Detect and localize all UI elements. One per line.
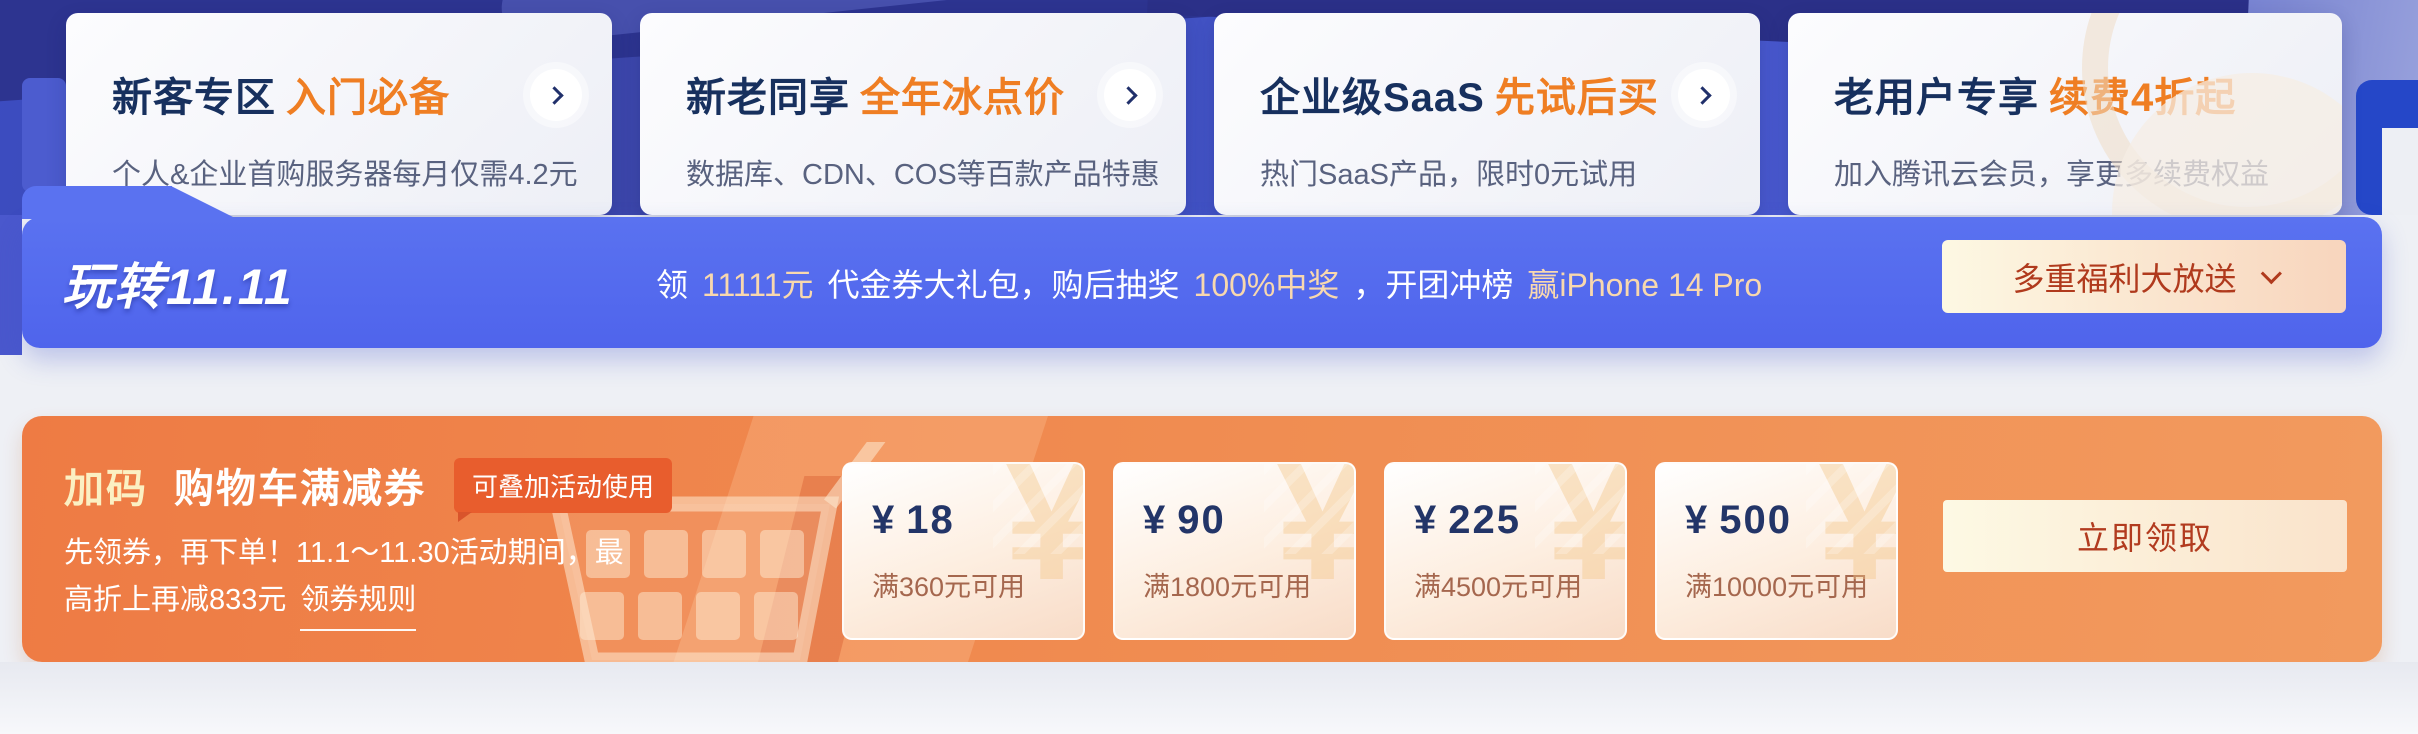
- promo-card-all-users-price[interactable]: 新老同享全年冰点价 数据库、CDN、COS等百款产品特惠: [640, 13, 1186, 215]
- benefits-dropdown-label: 多重福利大放送: [2012, 260, 2237, 297]
- promo-card-renewal[interactable]: 老用户专享续费4折起 加入腾讯云会员，享更多续费权益: [1788, 13, 2342, 215]
- promo-highlight: 赢iPhone 14 Pro: [1527, 266, 1763, 303]
- page-background: [0, 662, 2418, 734]
- campaign-title: 玩转11.11: [62, 258, 294, 315]
- yuan-symbol: ¥: [872, 498, 897, 542]
- arrow-button[interactable]: [530, 69, 582, 121]
- promo-card-highlight: 入门必备: [286, 76, 450, 120]
- chevron-right-icon: [1118, 85, 1138, 105]
- yuan-symbol: ¥: [1685, 498, 1710, 542]
- background-shape: [22, 78, 66, 192]
- coupon-condition: 满10000元可用: [1685, 572, 1869, 602]
- arrow-button[interactable]: [1678, 69, 1730, 121]
- coupon-condition: 满1800元可用: [1143, 572, 1312, 602]
- coupon-section-tag: 加码: [64, 467, 148, 511]
- campaign-promo-text: 领 11111元 代金券大礼包，购后抽奖 100%中奖 ，开团冲榜 赢iPhon…: [656, 217, 1776, 348]
- claim-coupons-button[interactable]: 立即领取: [1943, 500, 2347, 572]
- coupon-description: 先领券，再下单！11.1～11.30活动期间，最 高折上再减833元领券规则: [64, 530, 624, 631]
- coupon-amount: ¥18: [872, 498, 955, 542]
- promo-card-highlight: 全年冰点价: [860, 76, 1065, 120]
- coupon-card-225: ¥ ¥225 满4500元可用: [1384, 462, 1627, 640]
- background-shape: [2382, 128, 2418, 215]
- shopping-cart-graphic: [548, 442, 886, 662]
- stackable-badge: 可叠加活动使用: [454, 457, 673, 522]
- promo-amount: 11111元: [702, 266, 814, 303]
- promo-highlight: 100%中奖: [1193, 266, 1340, 303]
- coupon-amount: ¥225: [1414, 498, 1521, 542]
- promo-text: 代金券大礼包，购后抽奖: [827, 266, 1180, 303]
- promo-card-new-customer[interactable]: 新客专区入门必备 个人&企业首购服务器每月仅需4.2元: [66, 13, 612, 215]
- coupon-card-90: ¥ ¥90 满1800元可用: [1113, 462, 1356, 640]
- promo-card-subtitle: 热门SaaS产品，限时0元试用: [1260, 159, 1638, 191]
- arrow-button[interactable]: [1104, 69, 1156, 121]
- promo-text: 领: [656, 266, 689, 303]
- promo-card-highlight: 先试后买: [1494, 76, 1659, 120]
- promo-card-subtitle: 个人&企业首购服务器每月仅需4.2元: [112, 159, 578, 191]
- coupon-amount: ¥500: [1685, 498, 1792, 542]
- background-shape: [0, 215, 22, 355]
- promo-card-title: 新客专区入门必备: [112, 76, 450, 120]
- coupon-card-500: ¥ ¥500 满10000元可用: [1655, 462, 1898, 640]
- coupon-section-header: 加码 购物车满减券 可叠加活动使用: [64, 456, 673, 522]
- coupon-amount: ¥90: [1143, 498, 1226, 542]
- coupon-section-title: 购物车满减券: [174, 467, 426, 511]
- cart-coupon-panel: 加码 购物车满减券 可叠加活动使用 先领券，再下单！11.1～11.30活动期间…: [22, 416, 2382, 662]
- coupon-description-line1: 先领券，再下单！11.1～11.30活动期间，最: [64, 537, 624, 569]
- chevron-right-icon: [544, 85, 564, 105]
- chevron-down-icon: [2260, 263, 2282, 285]
- banner-tab-decoration: [22, 186, 172, 219]
- promo-card-subtitle: 数据库、CDN、COS等百款产品特惠: [686, 159, 1160, 191]
- coupon-condition: 满4500元可用: [1414, 572, 1583, 602]
- promo-card-title: 新老同享全年冰点价: [686, 76, 1065, 120]
- coupon-rules-link[interactable]: 领券规则: [300, 577, 417, 631]
- coupon-condition: 满360元可用: [872, 572, 1026, 602]
- yuan-symbol: ¥: [1414, 498, 1439, 542]
- promo-text: ，开团冲榜: [1353, 266, 1514, 303]
- chevron-right-icon: [1692, 85, 1712, 105]
- yuan-symbol: ¥: [1143, 498, 1168, 542]
- coupon-description-line2: 高折上再减833元领券规则: [64, 577, 624, 631]
- benefits-dropdown-button[interactable]: 多重福利大放送: [1942, 240, 2346, 313]
- campaign-banner-1111: 玩转11.11 领 11111元 代金券大礼包，购后抽奖 100%中奖 ，开团冲…: [22, 186, 2382, 348]
- coupon-card-18: ¥ ¥18 满360元可用: [842, 462, 1085, 640]
